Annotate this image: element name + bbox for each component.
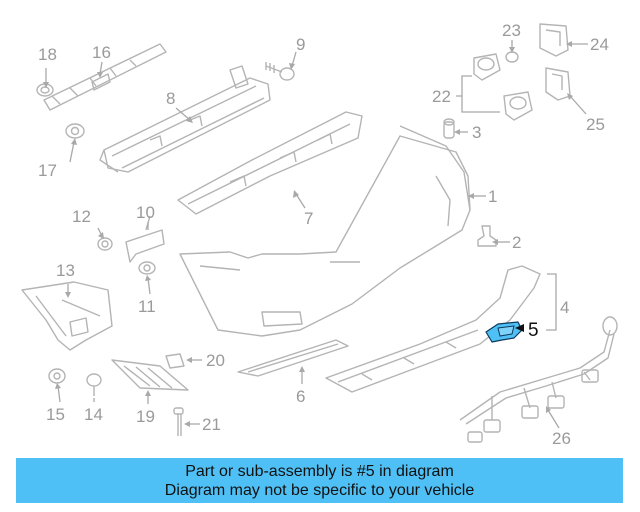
callout-12: 12 [72, 207, 91, 226]
part-16-rail [43, 43, 167, 111]
part-23-seal [505, 51, 519, 63]
callout-7: 7 [304, 209, 313, 228]
part-4-valance [325, 265, 541, 393]
part-22-sensor [473, 53, 533, 121]
callout-4: 4 [560, 298, 569, 317]
info-banner: Part or sub-assembly is #5 in diagram Di… [16, 458, 623, 503]
callout-11: 11 [138, 297, 156, 316]
part-8-impact-bar [99, 65, 271, 173]
callout-2: 2 [512, 233, 521, 252]
callout-22: 22 [432, 87, 451, 106]
callout-17: 17 [38, 161, 57, 180]
banner-line-disclaimer: Diagram may not be specific to your vehi… [164, 481, 475, 499]
part-2-pin [477, 225, 497, 247]
part-21-stud [173, 407, 184, 436]
callout-1: 1 [488, 187, 497, 206]
part-6-reflector [237, 339, 349, 377]
part-20-clip [165, 353, 185, 369]
part-26-wiring-harness [459, 316, 618, 443]
part-13-side-bracket [21, 281, 113, 351]
part-10-bracket [125, 215, 165, 263]
callout-5: 5 [528, 320, 539, 341]
callout-10: 10 [136, 203, 155, 222]
part-17-bolt [65, 123, 85, 139]
part-12-nut [97, 237, 113, 251]
callout-24: 24 [590, 35, 609, 54]
callout-21: 21 [202, 415, 221, 434]
part-15-bolt [48, 368, 66, 384]
callout-6: 6 [296, 387, 305, 406]
part-5-bracket-highlighted [485, 321, 523, 343]
part-9-bolt [265, 62, 295, 81]
part-14-clip [86, 373, 102, 396]
callout-19: 19 [136, 407, 155, 426]
part-11-bolt [138, 261, 156, 275]
callout-13: 13 [56, 261, 75, 280]
callout-14: 14 [84, 405, 103, 424]
callout-18: 18 [38, 45, 57, 64]
callout-20: 20 [206, 351, 225, 370]
part-1-bumper-cover [179, 125, 471, 337]
part-25-bracket [545, 67, 571, 101]
callout-16: 16 [92, 43, 111, 62]
part-19-grille [111, 359, 189, 391]
part-7-absorber [177, 111, 363, 215]
callout-leaders [43, 40, 588, 429]
banner-line-part: Part or sub-assembly is #5 in diagram [185, 462, 454, 480]
callout-8: 8 [166, 89, 175, 108]
callout-23: 23 [502, 21, 521, 40]
part-3-grommet [443, 118, 455, 139]
callout-26: 26 [552, 429, 571, 448]
callout-3: 3 [472, 123, 481, 142]
callout-15: 15 [46, 405, 65, 424]
callout-25: 25 [586, 115, 605, 134]
part-24-bracket [539, 23, 569, 57]
callout-9: 9 [296, 35, 305, 54]
